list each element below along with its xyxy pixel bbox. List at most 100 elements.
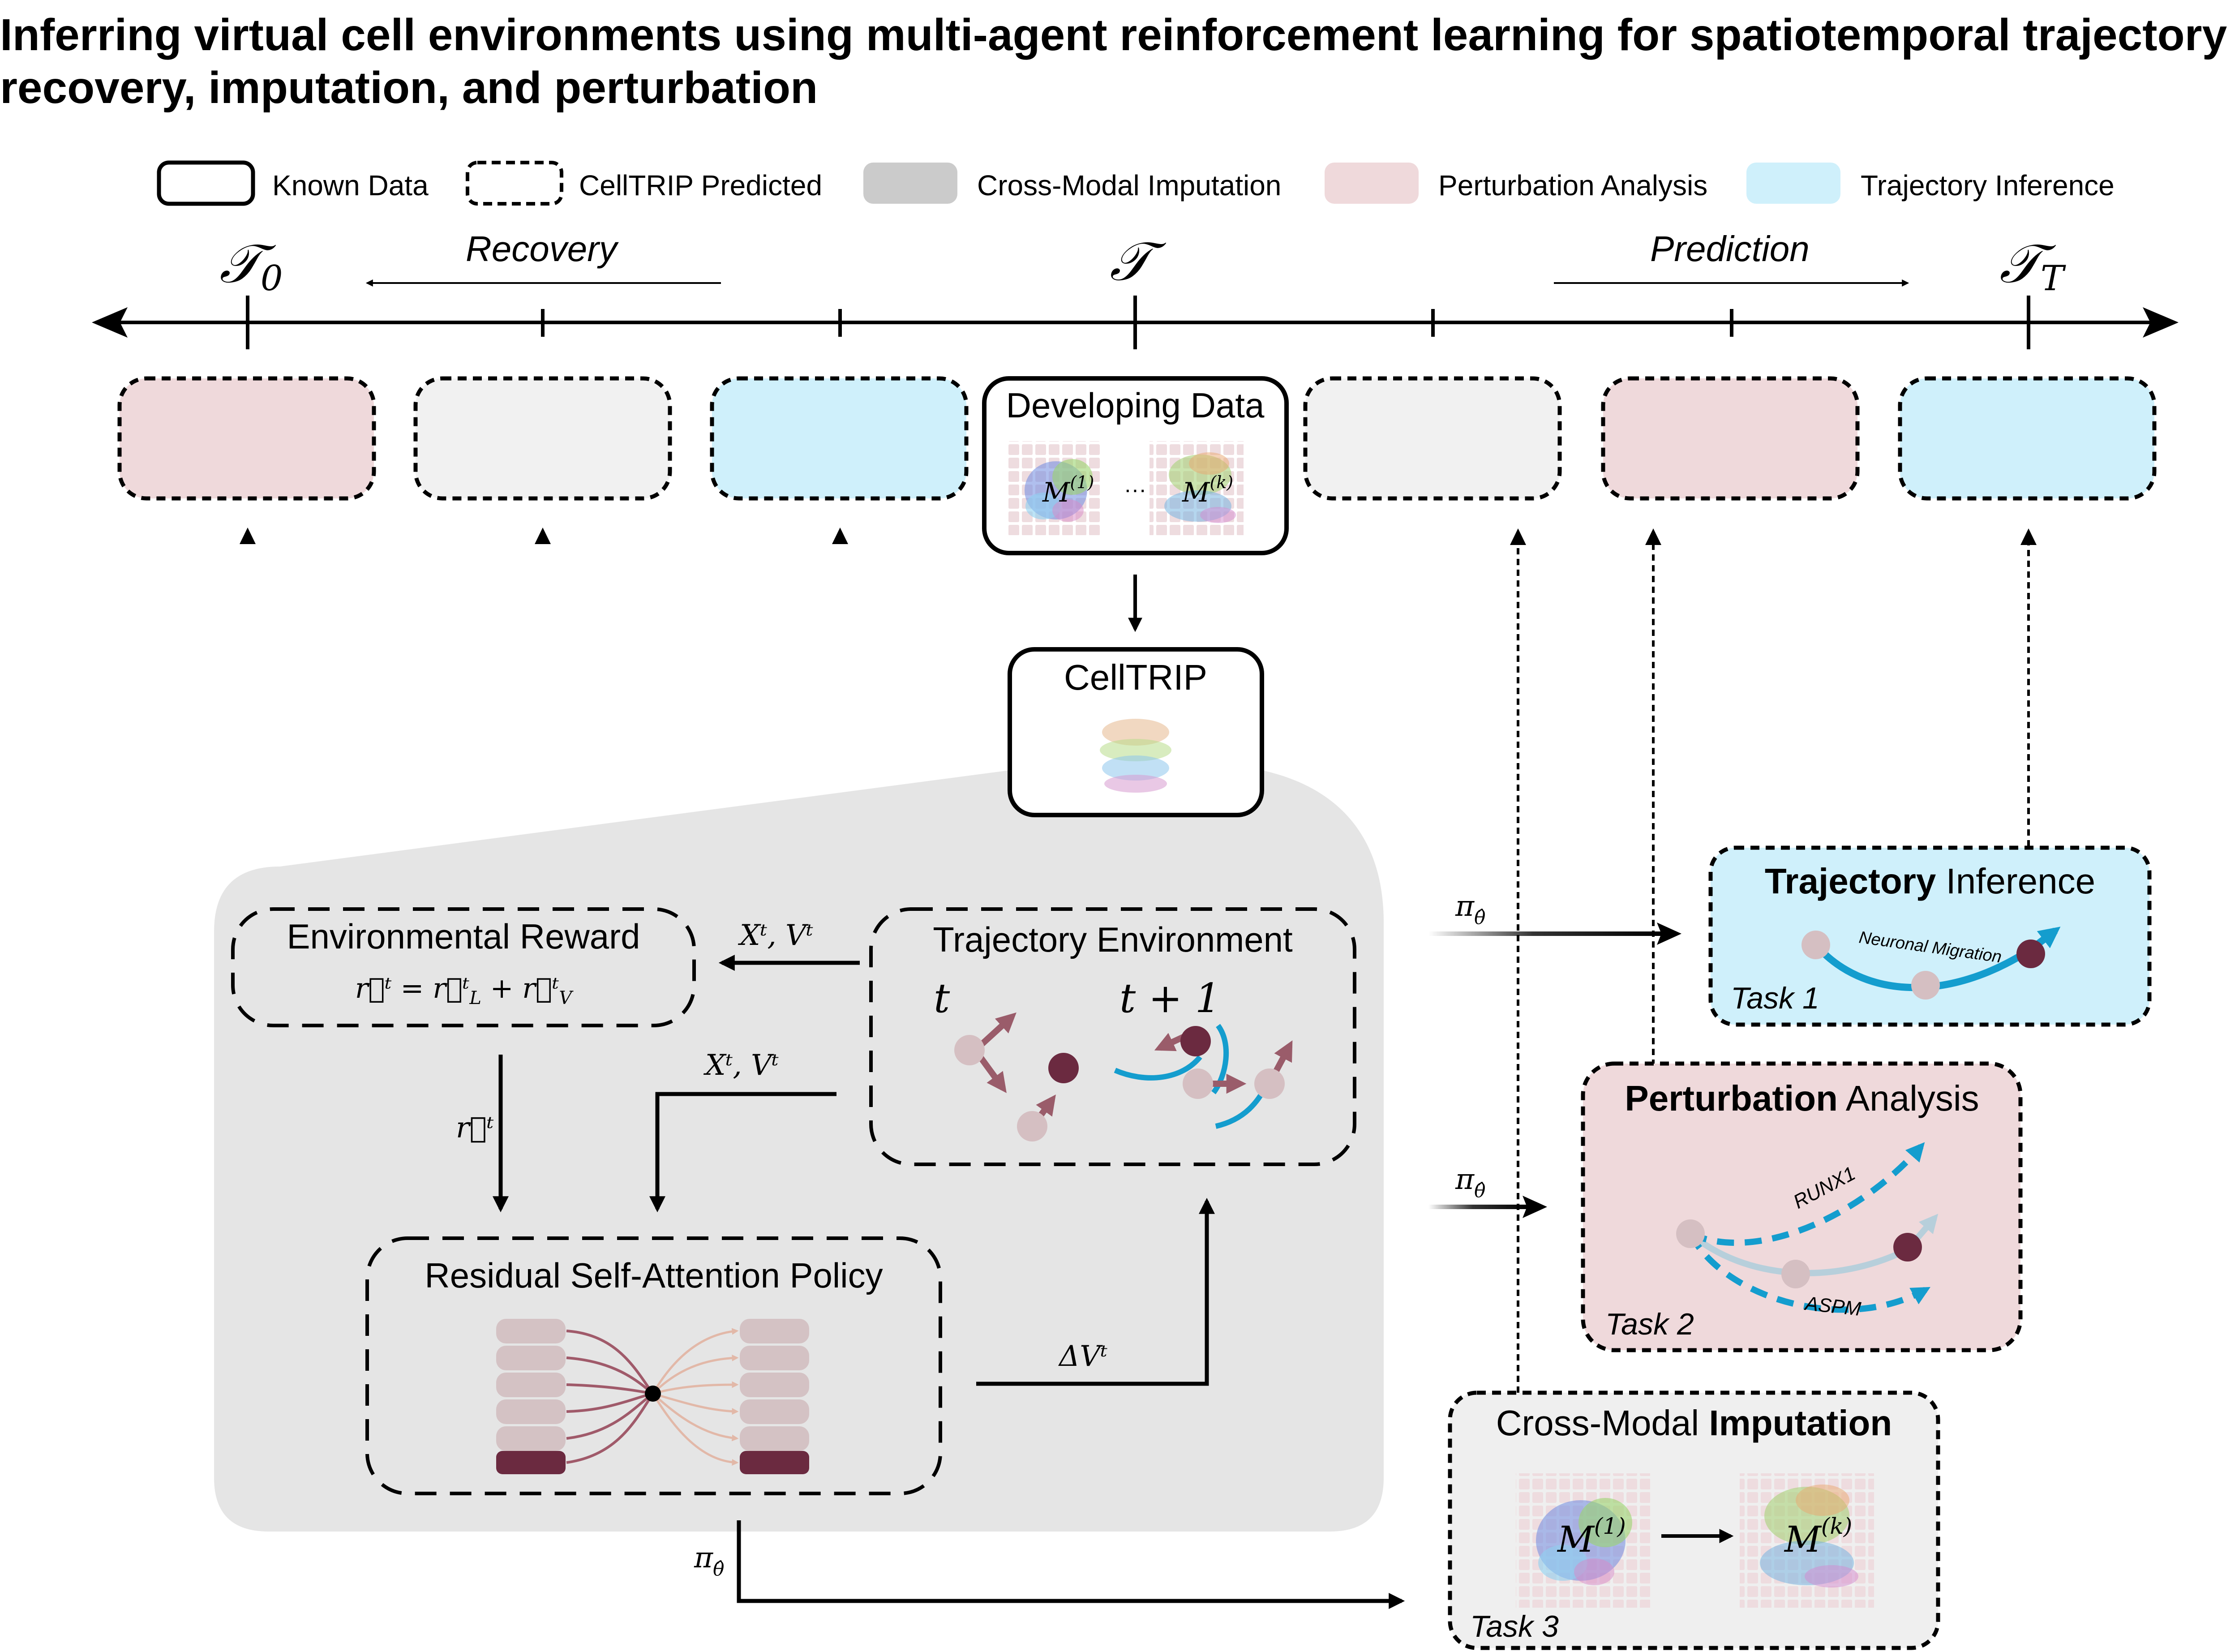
- attention-out-lines: [652, 1328, 739, 1466]
- celltrip-box: CellTRIP: [1008, 647, 1264, 817]
- recovery-label: Recovery: [466, 229, 619, 269]
- timeline-right-arrowhead: [2143, 307, 2179, 338]
- legend-trajectory-label: Trajectory Inference: [1861, 169, 2115, 202]
- env-time-t: t: [934, 975, 950, 1022]
- legend: Known Data CellTRIP Predicted Cross-Moda…: [157, 160, 2115, 206]
- imputation-target-label: M(k): [1784, 1513, 1852, 1560]
- flow-arrows: [493, 955, 1405, 1609]
- recovery-up-arrows: [240, 528, 848, 820]
- cell-node-agent: [1048, 1053, 1079, 1083]
- prediction-label: Prediction: [1650, 229, 1810, 269]
- cell-node-light: [1801, 931, 1830, 959]
- title-line-1: Inferring virtual cell environments usin…: [0, 10, 2227, 60]
- env-state-t1: [1114, 1024, 1293, 1129]
- trajectory-title: Trajectory Inference: [1765, 861, 2095, 901]
- time-label-t: 𝒯: [1110, 231, 1167, 293]
- policy-to-tasks: πθ̂ πθ̂: [1428, 890, 1681, 1218]
- policy-frame: [365, 1236, 942, 1495]
- title-line-2: recovery, imputation, and perturbation: [0, 63, 818, 113]
- task-1-label: Task 1: [1731, 981, 1819, 1015]
- env-to-policy-arrow: [649, 1092, 836, 1213]
- modality-ellipsis: ···: [1124, 477, 1146, 502]
- reward-frame: [231, 907, 696, 1027]
- box-t0-perturbation: [117, 376, 376, 501]
- attention-output-stack: [740, 1319, 809, 1474]
- task-trajectory-box: Trajectory Inference Neuronal Migration …: [1708, 845, 2152, 1027]
- celltrip-title: CellTRIP: [1064, 657, 1207, 697]
- box-t1-imputation: [413, 376, 672, 501]
- legend-predicted-label: CellTRIP Predicted: [579, 169, 822, 202]
- timeline-ticks: [246, 296, 2030, 349]
- policy-output-label-2: πθ̂: [1455, 1163, 1485, 1201]
- legend-predicted-swatch: [466, 161, 563, 206]
- policy-to-trajectory-arrow: [1428, 931, 1661, 936]
- time-label-t0: 𝒯0: [219, 233, 283, 299]
- modality-k-label: M(k): [1182, 472, 1233, 508]
- policy-title: Residual Self-Attention Policy: [425, 1256, 883, 1295]
- cell-node-agent: [1893, 1233, 1922, 1262]
- policy-to-imputation-arrow: [737, 1520, 1405, 1609]
- attention-hub: [645, 1386, 661, 1402]
- env-state-t: [954, 1012, 1079, 1141]
- policy-box: Residual Self-Attention Policy: [365, 1236, 942, 1495]
- developing-data-title: Developing Data: [1006, 386, 1265, 425]
- time-label-tT: 𝒯T: [1999, 233, 2066, 299]
- legend-imputation-label: Cross-Modal Imputation: [977, 169, 1281, 202]
- cell-node-light: [1183, 1068, 1213, 1099]
- imputation-target-cloud: [1760, 1485, 1858, 1588]
- policy-output-label-3: πθ̂: [694, 1541, 724, 1580]
- trajectory-environment-box: Trajectory Environment t t + 1: [869, 907, 1356, 1166]
- modality-k-cloud: [1164, 452, 1236, 523]
- policy-output-label-1: πθ̂: [1455, 890, 1485, 928]
- attention-input-stack: [496, 1319, 566, 1474]
- modality-1-cloud: [1025, 459, 1093, 522]
- figure-title: Inferring virtual cell environments usin…: [0, 10, 2227, 113]
- imputation-source-cloud: [1536, 1498, 1632, 1585]
- env-to-policy-label: Xᵗ, Vᵗ: [703, 1049, 779, 1082]
- imputation-source-label: M(1): [1557, 1513, 1626, 1560]
- environment-title: Trajectory Environment: [933, 920, 1293, 959]
- task-3-label: Task 3: [1470, 1609, 1559, 1643]
- task-imputation-box: Cross-Modal Imputation M(1) M(k) Task 3: [1448, 1390, 1940, 1650]
- cell-node-agent: [2016, 940, 2045, 968]
- box-t5-perturbation: [1601, 376, 1860, 501]
- trajectory-frame: [1708, 845, 2152, 1027]
- cell-node-light: [1911, 971, 1940, 1000]
- box-t4-imputation: [1303, 376, 1562, 501]
- policy-to-perturbation-arrow: [1428, 1205, 1527, 1209]
- legend-imputation-swatch: [863, 163, 957, 204]
- policy-to-env-arrow: [976, 1197, 1215, 1386]
- cell-node-light: [1676, 1219, 1705, 1248]
- arrowhead: [2020, 528, 2037, 545]
- attention-lines: [566, 1330, 654, 1464]
- legend-perturbation-swatch: [1325, 163, 1419, 204]
- legend-trajectory-swatch: [1746, 163, 1840, 204]
- perturbation-title: Perturbation Analysis: [1625, 1078, 1979, 1118]
- timepoint-boxes: [117, 376, 2157, 501]
- timeline-left-arrowhead: [92, 307, 128, 338]
- reward-equation: r⃗ᵗ = r⃗ᵗL + r⃗ᵗV: [355, 972, 574, 1008]
- task-2-label: Task 2: [1605, 1307, 1694, 1341]
- timeline: 𝒯0 𝒯 𝒯T Recovery Prediction: [92, 229, 2179, 349]
- environmental-reward-box: Environmental Reward r⃗ᵗ = r⃗ᵗL + r⃗ᵗV: [231, 907, 696, 1027]
- reward-signal-label: r⃗ᵗ: [456, 1111, 494, 1145]
- cell-node-light: [1254, 1068, 1285, 1099]
- imputation-title: Cross-Modal Imputation: [1496, 1403, 1892, 1443]
- box-tT-trajectory: [1898, 376, 2157, 501]
- action-delta-v-label: ΔVᵗ: [1058, 1340, 1107, 1373]
- legend-known-swatch: [157, 160, 255, 206]
- prediction-up-arrows: [1517, 542, 2030, 1393]
- perturbation-frame: [1581, 1061, 2023, 1352]
- celltrip-cloud: [1100, 719, 1171, 793]
- environment-frame: [869, 907, 1356, 1166]
- box-t2-trajectory: [710, 376, 969, 501]
- aspm-curve: [1687, 1232, 1931, 1313]
- env-time-t1: t + 1: [1120, 975, 1221, 1022]
- runx1-curve: [1689, 1142, 1925, 1246]
- arrowhead: [1645, 528, 1661, 545]
- arrowhead: [1510, 528, 1526, 545]
- cell-node-light: [1017, 1111, 1047, 1141]
- migration-curve: [1813, 942, 2033, 991]
- legend-known-label: Known Data: [272, 169, 429, 202]
